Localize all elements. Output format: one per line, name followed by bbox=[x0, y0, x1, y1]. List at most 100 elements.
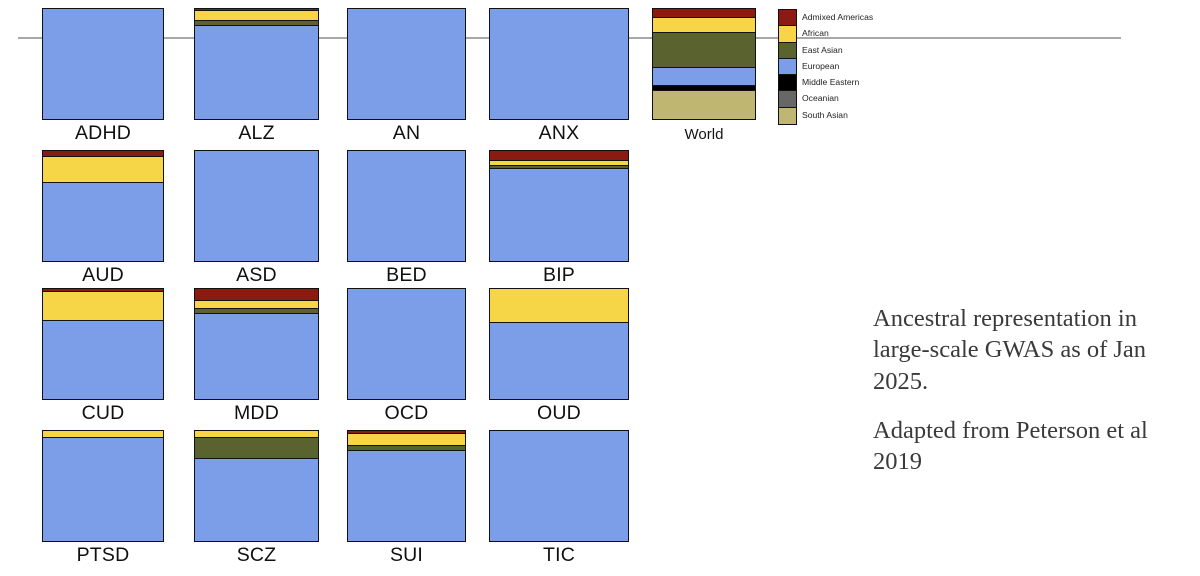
disorder-panel: ASD bbox=[194, 150, 319, 296]
disorder-bar-stack[interactable] bbox=[42, 430, 164, 542]
disorder-bar-stack[interactable] bbox=[347, 430, 466, 542]
legend-label: Middle Eastern bbox=[802, 77, 860, 88]
caption-line-2: Adapted from Peterson et al 2019 bbox=[873, 417, 1148, 476]
disorder-panel: ALZ bbox=[194, 8, 319, 154]
legend-label: East Asian bbox=[802, 44, 843, 55]
disorder-bar-stack[interactable] bbox=[489, 150, 629, 262]
disorder-panel: SUI bbox=[347, 430, 466, 576]
world-bar-label: World bbox=[684, 126, 724, 143]
disorder-bar-stack[interactable] bbox=[194, 430, 319, 542]
bar-segment bbox=[490, 431, 628, 541]
bar-segment bbox=[490, 169, 628, 261]
disorder-panel: SCZ bbox=[194, 430, 319, 576]
disorder-bar-stack[interactable] bbox=[489, 8, 629, 120]
legend-label: European bbox=[802, 60, 840, 71]
legend-label: South Asian bbox=[802, 109, 848, 120]
bar-segment bbox=[43, 289, 163, 293]
legend-swatch bbox=[779, 58, 796, 76]
bar-segment bbox=[43, 320, 163, 399]
bar-segment bbox=[195, 10, 318, 21]
legend-swatch bbox=[779, 75, 796, 92]
bar-segment bbox=[490, 289, 628, 323]
legend-swatch bbox=[779, 42, 796, 59]
bar-segment bbox=[195, 289, 318, 301]
disorder-bar-stack[interactable] bbox=[42, 8, 164, 120]
bar-segment bbox=[195, 9, 318, 11]
disorder-bar-stack[interactable] bbox=[347, 288, 466, 400]
bar-segment bbox=[348, 446, 465, 451]
bar-segment bbox=[195, 26, 318, 119]
disorder-bar-stack[interactable] bbox=[42, 288, 164, 400]
disorder-bar-label: AN bbox=[392, 122, 421, 144]
legend-label: African bbox=[802, 28, 829, 39]
disorder-bar-stack[interactable] bbox=[489, 430, 629, 542]
caption-line-1: Ancestral representation in large-scale … bbox=[873, 305, 1147, 395]
legend-swatch bbox=[779, 26, 796, 43]
disorder-bar-stack[interactable] bbox=[347, 150, 466, 262]
world-bar-segment bbox=[653, 9, 755, 18]
world-bar-segment bbox=[653, 33, 755, 69]
bar-segment bbox=[43, 183, 163, 261]
disorder-panel: ANX bbox=[489, 8, 629, 154]
disorder-panel: ADHD bbox=[42, 8, 164, 154]
world-bar-panel: World bbox=[652, 8, 756, 143]
disorder-bar-stack[interactable] bbox=[347, 8, 466, 120]
disorder-bar-stack[interactable] bbox=[194, 150, 319, 262]
bar-segment bbox=[195, 459, 318, 541]
disorder-panel: AN bbox=[347, 8, 466, 154]
bar-segment bbox=[195, 313, 318, 399]
world-bar-stack bbox=[652, 8, 756, 120]
bar-segment bbox=[490, 9, 628, 119]
bar-segment bbox=[195, 431, 318, 439]
bar-segment bbox=[43, 438, 163, 541]
bar-segment bbox=[348, 151, 465, 261]
disorder-bar-label: ANX bbox=[538, 122, 580, 144]
bar-segment bbox=[43, 292, 163, 321]
disorder-bar-label: MDD bbox=[233, 402, 279, 424]
bar-segment bbox=[43, 9, 163, 119]
disorder-bar-stack[interactable] bbox=[42, 150, 164, 262]
disorder-panel: TIC bbox=[489, 430, 629, 576]
disorder-panel: PTSD bbox=[42, 430, 164, 576]
bar-segment bbox=[43, 431, 163, 439]
disorder-bar-label: AUD bbox=[82, 264, 124, 286]
disorder-bar-label: ADHD bbox=[74, 122, 132, 144]
world-bar-segment bbox=[653, 68, 755, 86]
disorder-panel: BIP bbox=[489, 150, 629, 296]
legend-label: Oceanian bbox=[802, 93, 839, 104]
legend-swatch bbox=[779, 107, 796, 125]
bar-segment bbox=[195, 309, 318, 314]
disorder-bar-stack[interactable] bbox=[489, 288, 629, 400]
bar-segment bbox=[348, 434, 465, 447]
disorder-bar-label: TIC bbox=[542, 544, 575, 566]
caption-block: Ancestral representation in large-scale … bbox=[873, 303, 1183, 478]
legend-swatch-column bbox=[778, 9, 797, 126]
disorder-bar-label: OUD bbox=[537, 402, 581, 424]
bar-segment bbox=[490, 151, 628, 162]
disorder-bar-stack[interactable] bbox=[194, 288, 319, 400]
bar-segment bbox=[348, 450, 465, 541]
bar-segment bbox=[195, 20, 318, 27]
disorder-bar-stack[interactable] bbox=[194, 8, 319, 120]
bar-segment bbox=[490, 165, 628, 170]
bar-segment bbox=[195, 438, 318, 460]
bar-segment bbox=[490, 322, 628, 399]
disorder-panel: AUD bbox=[42, 150, 164, 296]
world-bar-segment bbox=[653, 85, 755, 92]
legend-swatch bbox=[779, 10, 796, 27]
bar-segment bbox=[43, 151, 163, 158]
disorder-bar-label: SCZ bbox=[236, 544, 277, 566]
world-bar-segment bbox=[653, 17, 755, 34]
disorder-panel: MDD bbox=[194, 288, 319, 434]
world-bar-segment bbox=[653, 91, 755, 119]
disorder-bar-label: ASD bbox=[236, 264, 277, 286]
disorder-panel: BED bbox=[347, 150, 466, 296]
disorder-bar-label: SUI bbox=[389, 544, 424, 566]
disorder-panel: OCD bbox=[347, 288, 466, 434]
bar-segment bbox=[43, 157, 163, 184]
bar-segment bbox=[348, 9, 465, 119]
disorder-bar-label: BIP bbox=[542, 264, 576, 286]
